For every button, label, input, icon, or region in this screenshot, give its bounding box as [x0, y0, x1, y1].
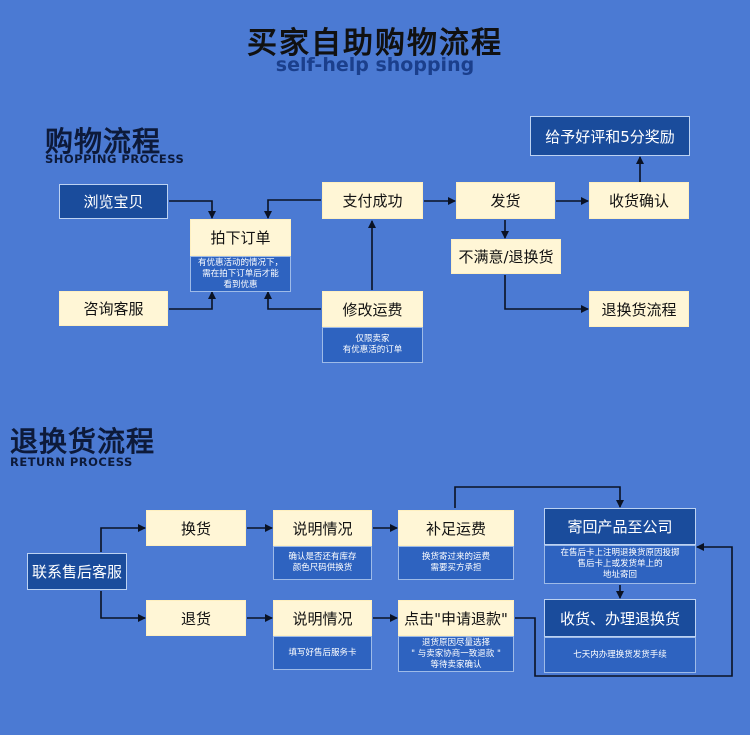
page-title: 买家自助购物流程 — [247, 26, 503, 61]
arrow-freight-to-sendback — [454, 486, 624, 508]
place-order-node: 拍下订单 — [190, 219, 291, 256]
arrow-paid-to-order — [264, 199, 321, 219]
place-order-note: 有优惠活动的情况下， 需在拍下订单后才能 看到优惠 — [190, 256, 291, 292]
arrow-modify-to-order — [264, 291, 321, 310]
receive-node: 收货确认 — [589, 182, 689, 219]
shopping-section-heading-en: SHOPPING PROCESS — [45, 152, 185, 166]
pay-freight-node: 补足运费 — [398, 510, 514, 546]
arrow-browse-to-order — [169, 200, 216, 219]
arrow-contact-to-exchange — [100, 524, 146, 552]
contact-service-node: 联系售后客服 — [27, 553, 127, 590]
arrow-consult-to-order — [169, 291, 216, 310]
review-node: 给予好评和5分奖励 — [530, 116, 690, 156]
modify-freight-node: 修改运费 — [322, 291, 423, 327]
arrow-apply-to-sendback — [515, 543, 733, 677]
pay-freight-note: 换货寄过来的运费 需要买方承担 — [398, 546, 514, 580]
refund-node: 退货 — [146, 600, 246, 636]
consult-node: 咨询客服 — [59, 291, 168, 326]
exchange-node: 换货 — [146, 510, 246, 546]
paid-node: 支付成功 — [322, 182, 423, 219]
modify-freight-note: 仅限卖家 有优惠活的订单 — [322, 327, 423, 363]
return-section-heading-en: RETURN PROCESS — [10, 455, 133, 469]
send-back-node: 寄回产品至公司 — [544, 508, 696, 545]
process-note: 七天内办理换货发货手续 — [544, 637, 696, 673]
page-subtitle: self-help shopping — [275, 54, 475, 76]
explain-refund-note: 填写好售后服务卡 — [273, 636, 372, 670]
send-back-note: 在售后卡上注明退换货原因投掷 售后卡上或发货单上的 地址寄回 — [544, 545, 696, 584]
shopping-section-heading: 购物流程 — [45, 125, 162, 158]
apply-refund-note: 退货原因尽量选择 " 与卖家协商一致退款 " 等待卖家确认 — [398, 636, 514, 672]
process-node: 收货、办理退换货 — [544, 599, 696, 637]
return-flow-node: 退换货流程 — [589, 291, 689, 327]
arrow-contact-to-refund — [100, 591, 146, 622]
ship-node: 发货 — [456, 182, 555, 219]
return-section-heading: 退换货流程 — [10, 425, 156, 458]
unsatisfied-node: 不满意/退换货 — [451, 239, 561, 274]
arrow-unsatisfied-to-return — [504, 275, 589, 313]
explain-exchange-node: 说明情况 — [273, 510, 372, 546]
explain-refund-node: 说明情况 — [273, 600, 372, 636]
apply-refund-node: 点击"申请退款" — [398, 600, 514, 636]
browse-node: 浏览宝贝 — [59, 184, 168, 219]
explain-exchange-note: 确认是否还有库存 颜色尺码供换货 — [273, 546, 372, 580]
